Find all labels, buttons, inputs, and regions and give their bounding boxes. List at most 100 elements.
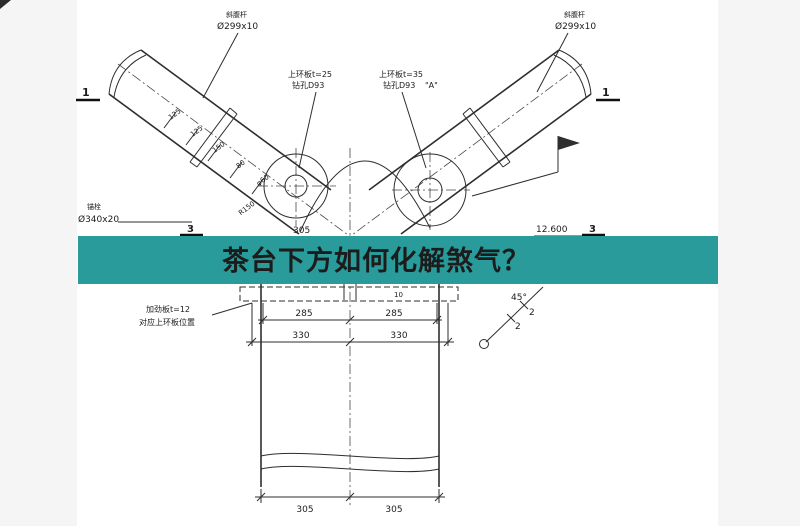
section-1-left-label: 1 [82, 86, 90, 99]
anchor-label: 锚栓 [87, 202, 101, 211]
break-line-2 [260, 465, 440, 473]
left-pipe-label: 斜腹杆 [226, 10, 247, 19]
dim-285-left: 285 [295, 309, 312, 319]
gusset [263, 153, 467, 300]
section-1-right-label: 1 [602, 86, 610, 99]
drill-hole-left-label: 钻孔D93 [292, 80, 324, 90]
left-margin [0, 0, 77, 526]
tick [345, 315, 355, 325]
right-pipe-axis [347, 63, 583, 239]
left-pipe-endcap-outer [108, 49, 142, 95]
ring-plate-right-label: 上环板t=35 [379, 69, 423, 79]
right-margin [718, 0, 800, 526]
tick [345, 337, 355, 347]
right-ring-band-2 [462, 113, 504, 168]
tick [345, 492, 355, 502]
tick [247, 337, 257, 347]
dim-330-right: 330 [390, 331, 407, 341]
hidden-ring-plate [239, 286, 459, 302]
section-2-label-2: 2 [515, 322, 521, 332]
left-pipe [108, 49, 332, 235]
hidden-plate [239, 286, 459, 302]
right-pipe-wall-upper [368, 49, 560, 191]
right-drill-hole [417, 177, 443, 203]
left-ring-band-2 [196, 113, 238, 168]
drill-hole-right-label: 钻孔D93 [383, 80, 415, 90]
bottom-dimension [255, 489, 445, 503]
dim-r150: R150 [237, 200, 256, 217]
dim-125-1: 125 [167, 107, 182, 121]
right-ring-plate-circle [393, 153, 467, 227]
dim-305-right: 305 [385, 505, 402, 515]
left-pipe-axis [117, 63, 353, 239]
tick [251, 177, 265, 195]
tick [519, 300, 529, 310]
banner-background [78, 236, 718, 284]
right-pipe-endcap-inner [553, 54, 587, 98]
left-pipe-endcap-inner [113, 54, 147, 98]
left-drill-hole [284, 174, 308, 198]
elevation-marker [471, 136, 584, 237]
leader-left-pipe-label [202, 32, 239, 99]
elevation-leader [471, 171, 559, 197]
dim-330-left: 330 [292, 331, 309, 341]
left-ring-band-1 [189, 107, 231, 163]
right-pipe-size: Ø299x10 [555, 21, 596, 32]
dim-150: 150 [211, 140, 226, 154]
left-ring-plate-circle [263, 153, 329, 219]
dim-10: 10 [394, 291, 403, 299]
section-2-circle [479, 339, 489, 349]
stiffener-label-1: 加劲板t=12 [146, 304, 190, 314]
right-ring-edge-bottom [502, 161, 511, 168]
saddle-arch [299, 160, 431, 233]
centerlines [117, 63, 583, 505]
mid-dimensions [246, 303, 454, 347]
section-3-left-label: 3 [187, 224, 194, 235]
section-marks [76, 98, 620, 349]
tick [163, 111, 177, 129]
dim-305-top: 305 [293, 226, 310, 236]
section-3-right-label: 3 [589, 224, 596, 235]
angle-45-label: 45° [511, 293, 527, 303]
leader-right-pipe-label [536, 32, 569, 93]
left-pipe-size: Ø299x10 [217, 21, 258, 32]
stiffener-label-2: 对应上环板位置 [139, 317, 195, 327]
tick [258, 315, 268, 325]
right-ring-band-1 [469, 107, 511, 163]
banner-title: 茶台下方如何化解煞气？ [222, 245, 530, 277]
tick [443, 337, 453, 347]
right-pipe-wall-lower [400, 93, 592, 235]
leader-lines [118, 32, 569, 316]
corner-mark [0, 0, 11, 9]
left-pipe-wall-lower [108, 93, 300, 235]
dim-305-left: 305 [296, 505, 313, 515]
dim-285-right: 285 [385, 309, 402, 319]
elevation-flag-icon [558, 136, 580, 150]
section-2-label-1: 2 [529, 308, 535, 318]
banner: 茶台下方如何化解煞气？ [78, 236, 718, 284]
break-line-1 [260, 452, 440, 460]
section-2-cut-line [485, 286, 544, 343]
anchor-size-label: Ø340x20 [78, 214, 119, 225]
right-pipe [368, 49, 592, 235]
tick [229, 161, 243, 179]
left-ring-edge-bottom [189, 161, 198, 168]
tick [432, 315, 442, 325]
tick [506, 313, 516, 323]
leader-ring-left [298, 91, 317, 169]
elevation-value: 12.600 [536, 225, 568, 235]
leader-stiffener [211, 302, 253, 316]
tick [207, 144, 221, 162]
tick [256, 492, 266, 502]
right-ring-edge-top [462, 107, 471, 115]
ring-plate-left-label: 上环板t=25 [288, 69, 332, 79]
tick [434, 492, 444, 502]
leader-ring-right [401, 91, 427, 169]
detail-a-mark: "A" [425, 81, 438, 90]
tick [185, 128, 199, 146]
right-pipe-label: 斜腹杆 [564, 10, 585, 19]
right-pipe-endcap-outer [558, 49, 592, 95]
